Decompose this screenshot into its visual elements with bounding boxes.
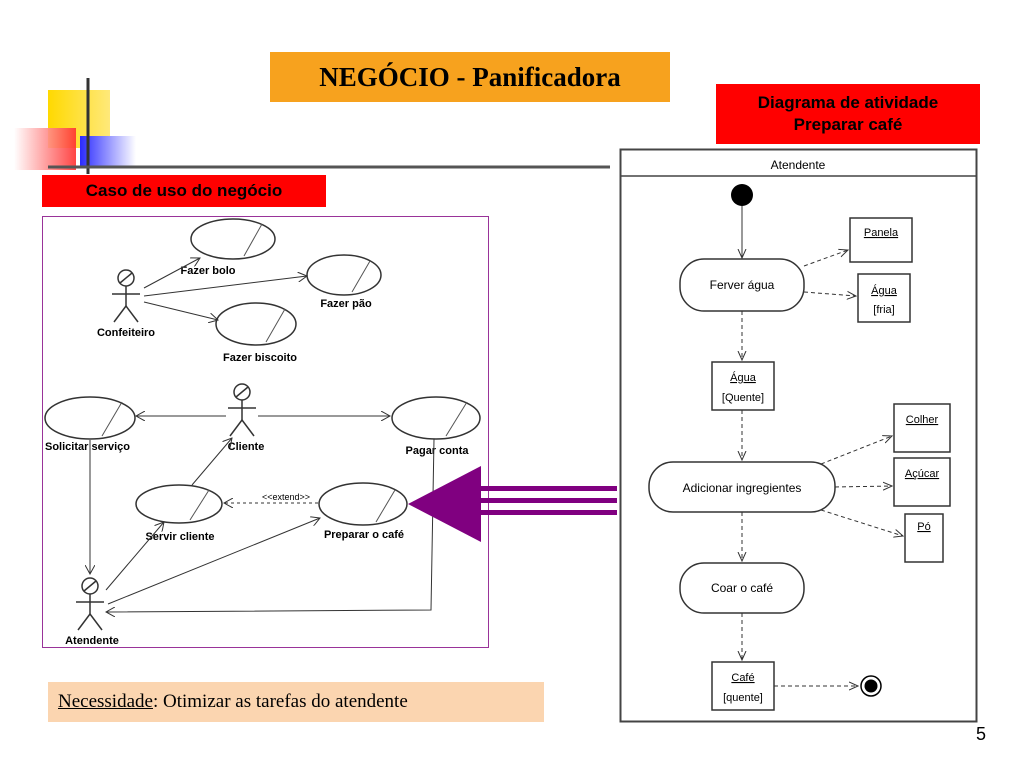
actor-cliente	[228, 383, 256, 437]
object-colher	[893, 403, 951, 453]
object-acucar-name: Açúcar	[905, 468, 940, 480]
object-agua-fria	[857, 273, 911, 323]
usecase-preparar-cafe	[318, 482, 408, 526]
need-statement: Necessidade: Otimizar as tarefas do aten…	[48, 682, 544, 722]
need-label: Necessidade	[58, 691, 153, 712]
assoc-confeiteiro-pao	[143, 276, 307, 297]
arrow-line-2	[481, 498, 617, 503]
usecase-servir-cliente-label: Servir cliente	[145, 531, 214, 543]
usecase-pagar-conta	[391, 396, 481, 440]
object-panela-name: Panela	[864, 227, 899, 239]
arrow-line-1	[481, 486, 617, 491]
object-po	[904, 513, 944, 563]
assoc-confeiteiro-bolo	[143, 258, 200, 289]
activity-header-line2: Preparar café	[793, 115, 903, 134]
assoc-atendente-servir	[105, 522, 164, 591]
object-po-name: Pó	[917, 521, 930, 533]
object-colher-name: Colher	[906, 414, 939, 426]
usecase-servir-cliente	[135, 484, 223, 524]
action-adicionar-ingredientes-label: Adicionar ingregientes	[683, 481, 802, 495]
flow-ferver-agua-fria	[803, 292, 856, 296]
arrow-head	[408, 466, 481, 542]
swimlane-label: Atendente	[771, 158, 826, 172]
activity-diagram: Atendente Ferver água Adicionar ingregie…	[619, 148, 978, 723]
usecase-fazer-bolo	[190, 218, 276, 260]
object-cafe	[711, 661, 775, 711]
usecase-fazer-bolo-label: Fazer bolo	[180, 265, 235, 277]
actor-confeiteiro-label: Confeiteiro	[97, 327, 155, 339]
usecase-solicitar-servico-label: Solicitar serviço	[45, 441, 130, 453]
action-ferver-agua-label: Ferver água	[710, 278, 775, 292]
object-cafe-name: Café	[731, 672, 754, 684]
object-agua-fria-name: Água	[871, 284, 898, 297]
activity-diagram-header: Diagrama de atividade Preparar café	[716, 84, 980, 144]
assoc-confeiteiro-biscoito	[143, 301, 218, 320]
object-agua-quente-state: [Quente]	[722, 392, 764, 404]
flow-ferver-panela	[803, 250, 848, 267]
actor-atendente-label: Atendente	[65, 635, 119, 647]
red-square	[14, 128, 76, 170]
object-agua-quente-name: Água	[730, 371, 757, 384]
object-agua-quente	[711, 361, 775, 411]
actor-confeiteiro	[112, 269, 140, 323]
final-node	[860, 675, 882, 697]
object-acucar	[893, 457, 951, 507]
arrow-line-3	[481, 510, 617, 515]
object-panela	[849, 217, 913, 263]
need-text: : Otimizar as tarefas do atendente	[152, 691, 408, 712]
actor-cliente-label: Cliente	[228, 441, 265, 453]
usecase-diagram: Confeiteiro Cliente Atendente Faz	[42, 216, 489, 648]
usecase-fazer-biscoito	[215, 302, 297, 346]
slide-number: 5	[976, 724, 987, 744]
initial-node	[731, 184, 753, 206]
usecase-pagar-conta-label: Pagar conta	[406, 445, 470, 457]
decorative-logo	[14, 78, 610, 174]
usecase-preparar-cafe-label: Preparar o café	[324, 529, 404, 541]
action-coar-cafe-label: Coar o café	[711, 581, 773, 595]
object-cafe-state: [quente]	[723, 692, 763, 704]
assoc-servir-cliente	[191, 438, 232, 486]
slide-title: NEGÓCIO - Panificadora	[270, 52, 670, 102]
usecase-fazer-biscoito-label: Fazer biscoito	[223, 352, 297, 364]
object-agua-fria-state: [fria]	[873, 304, 894, 316]
flow-adicionar-po	[820, 509, 903, 536]
flow-adicionar-acucar	[834, 486, 892, 487]
flow-adicionar-colher	[820, 436, 892, 465]
activity-header-line1: Diagrama de atividade	[757, 93, 939, 112]
usecase-fazer-pao-label: Fazer pão	[320, 298, 372, 310]
extend-label: <<extend>>	[262, 492, 310, 502]
usecase-diagram-header: Caso de uso do negócio	[42, 175, 326, 207]
actor-atendente	[76, 577, 104, 631]
connector-arrow	[408, 466, 617, 542]
assoc-atendente-cafe	[107, 518, 320, 605]
